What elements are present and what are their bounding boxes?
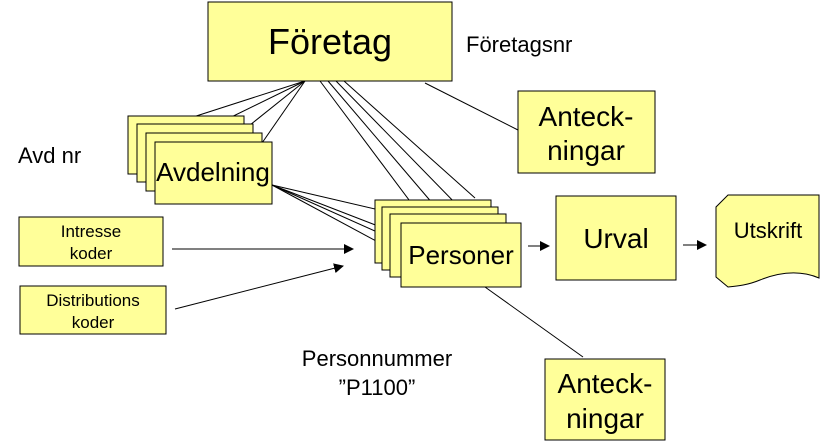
distribution-to-persons-arrow [174, 263, 344, 310]
notes-top-node: Anteck- ningar [517, 90, 656, 174]
printout-node: Utskrift [715, 194, 820, 288]
distribution-codes-node: Distributions koder [19, 285, 167, 335]
notes-bottom-line-1: Anteck- [558, 368, 653, 399]
persons-to-notes-line [484, 286, 584, 358]
company-to-notes-line [424, 82, 519, 131]
document-shape [715, 194, 820, 288]
dept-to-persons-line-2 [271, 184, 379, 227]
company-number-label: Företagsnr [466, 32, 572, 57]
persons-stack: Personer [374, 199, 522, 288]
interest-codes-line-1: Intresse [61, 222, 121, 241]
person-number-label-line-1: Personnummer [302, 346, 452, 371]
dept-to-persons-line-1 [271, 184, 389, 213]
notes-bottom-node: Anteck- ningar [544, 358, 666, 441]
persons-label: Personer [408, 240, 514, 270]
notes-top-line-1: Anteck- [539, 101, 634, 132]
company-to-persons-line-4 [343, 80, 476, 199]
company-to-persons-line-3 [335, 80, 461, 209]
department-card [154, 141, 273, 205]
persons-card [400, 222, 522, 288]
company-to-dept-line-1 [189, 80, 306, 119]
printout-label: Utskrift [734, 218, 802, 243]
company-to-persons-line-2 [327, 80, 446, 219]
interest-codes-line-2: koder [70, 244, 113, 263]
person-number-label-line-2: ”P1100” [339, 375, 416, 400]
company-to-dept-line-4 [261, 80, 306, 144]
company-label: Företag [268, 21, 392, 62]
department-number-label: Avd nr [18, 143, 81, 168]
distribution-codes-line-2: koder [72, 313, 115, 332]
department-stack: Avdelning [127, 115, 273, 205]
distribution-codes-line-1: Distributions [46, 291, 140, 310]
notes-top-line-2: ningar [547, 135, 625, 166]
selection-label: Urval [583, 223, 648, 254]
notes-bottom-line-2: ningar [566, 403, 644, 434]
selection-node: Urval [555, 195, 677, 281]
department-label: Avdelning [156, 157, 270, 187]
company-node: Företag [207, 1, 453, 82]
interest-codes-node: Intresse koder [18, 216, 164, 267]
